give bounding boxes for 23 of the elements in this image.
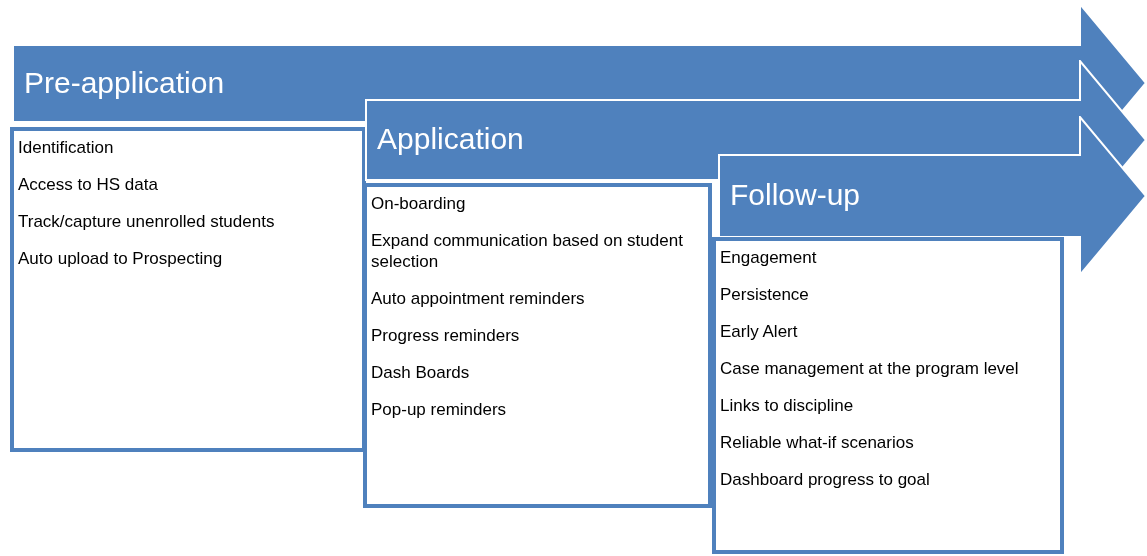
list-item: Reliable what-if scenarios	[720, 432, 915, 453]
stage-title: Application	[377, 124, 524, 154]
list-item: Track/capture unenrolled students	[18, 211, 276, 232]
list-item: Pop-up reminders	[371, 399, 508, 420]
list-item: Engagement	[720, 247, 818, 268]
list-item: On-boarding	[371, 193, 467, 214]
list-item: Dashboard progress to goal	[720, 469, 931, 490]
list-item: Case management at the program level	[720, 358, 1020, 379]
list-item: Persistence	[720, 284, 810, 305]
list-panel	[363, 183, 712, 508]
list-item: Auto appointment reminders	[371, 288, 586, 309]
list-item: Identification	[18, 137, 115, 158]
list-panel	[712, 237, 1064, 554]
list-panel	[10, 127, 366, 452]
list-item: Progress reminders	[371, 325, 521, 346]
list-item: Early Alert	[720, 321, 799, 342]
list-item: Expand communication based on student selection	[371, 230, 684, 272]
list-item: Auto upload to Prospecting	[18, 248, 224, 269]
stage-title: Pre-application	[24, 67, 225, 98]
list-item: Access to HS data	[18, 174, 159, 195]
stage-title: Follow-up	[730, 180, 861, 210]
list-item: Links to discipline	[720, 395, 855, 416]
list-item: Dash Boards	[371, 362, 471, 383]
